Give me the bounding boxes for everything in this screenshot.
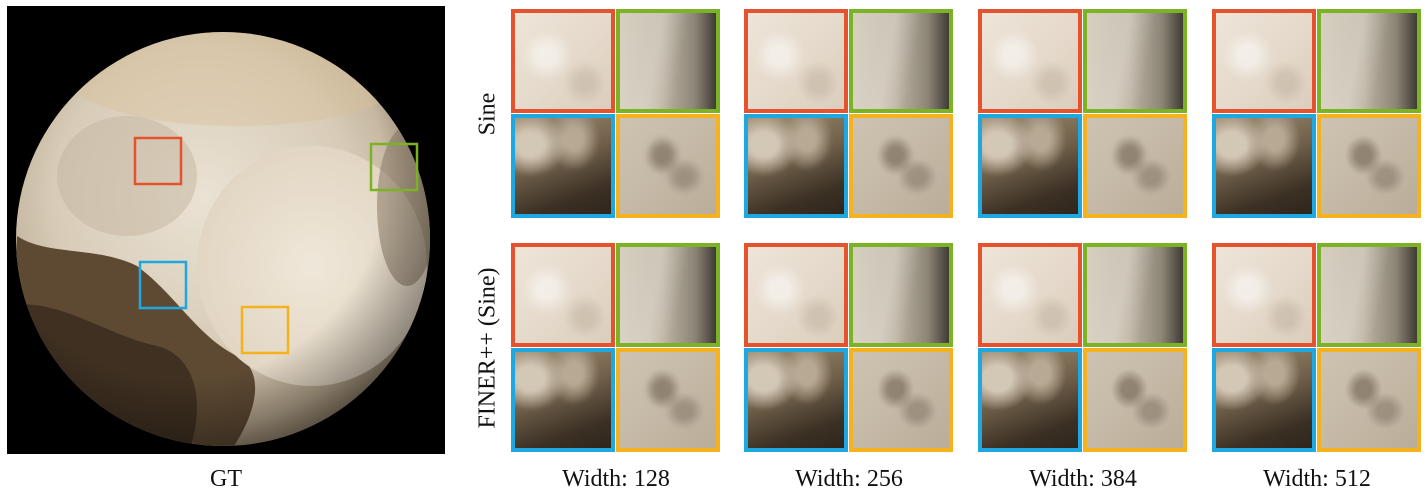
patch-grid-finer-w128: [511, 243, 721, 453]
patch-blue: [978, 348, 1082, 452]
patch-red: [1212, 9, 1316, 113]
patch-green: [849, 9, 953, 113]
row-label-text: FINER++ (Sine): [474, 267, 501, 429]
patch-orange: [1083, 114, 1187, 218]
patch-blue: [744, 114, 848, 218]
patch-orange: [849, 114, 953, 218]
patch-blue: [511, 348, 615, 452]
patch-red: [1212, 243, 1316, 347]
patch-green: [1083, 9, 1187, 113]
patch-orange: [616, 348, 720, 452]
column-caption-w512: Width: 512: [1263, 466, 1371, 492]
row-label-sine: Sine: [472, 10, 504, 218]
patch-red: [744, 9, 848, 113]
patch-blue: [744, 348, 848, 452]
region-box-green: [369, 142, 419, 192]
planet-illustration: [16, 32, 430, 446]
column-caption-w384: Width: 384: [1029, 466, 1137, 492]
patch-grid-finer-w512: [1212, 243, 1422, 453]
region-box-red: [133, 136, 183, 186]
patch-green: [849, 243, 953, 347]
patch-green: [616, 243, 720, 347]
patch-orange: [1083, 348, 1187, 452]
patch-blue: [978, 114, 1082, 218]
row-label-text: Sine: [474, 92, 501, 136]
patch-red: [511, 9, 615, 113]
patch-grid-sine-w128: [511, 9, 721, 219]
patch-blue: [511, 114, 615, 218]
gt-caption: GT: [210, 466, 242, 492]
region-box-orange: [240, 305, 290, 355]
gt-image: [7, 6, 445, 454]
patch-green: [616, 9, 720, 113]
patch-red: [978, 243, 1082, 347]
patch-red: [511, 243, 615, 347]
patch-blue: [1212, 114, 1316, 218]
patch-red: [978, 9, 1082, 113]
patch-orange: [616, 114, 720, 218]
patch-green: [1317, 9, 1421, 113]
region-box-blue: [138, 260, 188, 310]
patch-orange: [1317, 348, 1421, 452]
patch-grid-sine-w256: [744, 9, 954, 219]
column-caption-w256: Width: 256: [795, 466, 903, 492]
patch-grid-finer-w256: [744, 243, 954, 453]
patch-red: [744, 243, 848, 347]
patch-grid-sine-w512: [1212, 9, 1422, 219]
column-caption-w128: Width: 128: [562, 466, 670, 492]
patch-green: [1083, 243, 1187, 347]
patch-grid-finer-w384: [978, 243, 1188, 453]
patch-orange: [1317, 114, 1421, 218]
patch-grid-sine-w384: [978, 9, 1188, 219]
row-label-finer: FINER++ (Sine): [472, 243, 504, 453]
patch-green: [1317, 243, 1421, 347]
patch-blue: [1212, 348, 1316, 452]
patch-orange: [849, 348, 953, 452]
